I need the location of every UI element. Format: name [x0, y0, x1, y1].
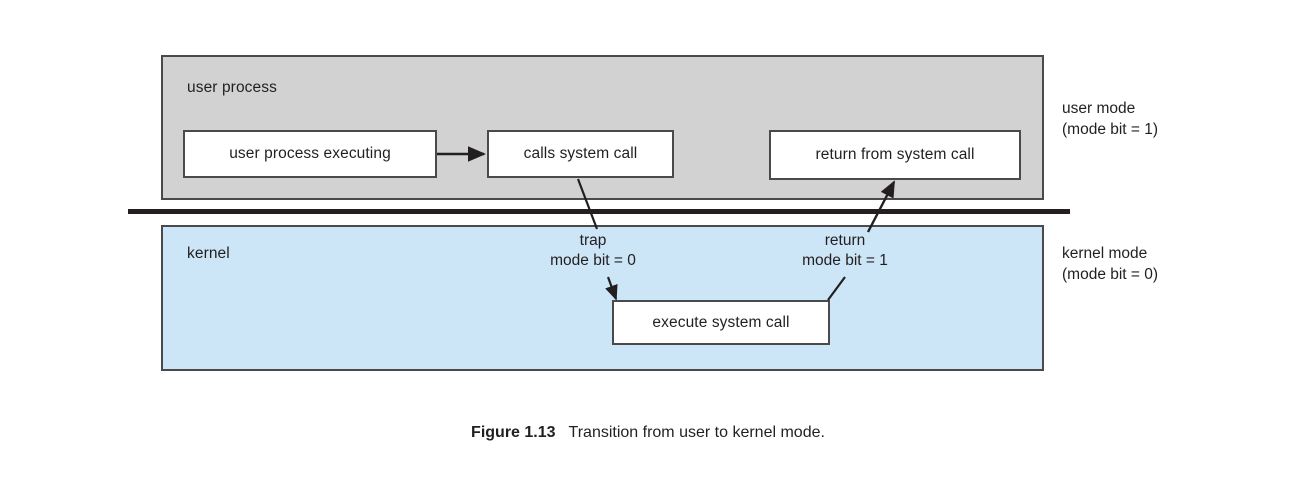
figure-caption-label: Figure 1.13 [471, 424, 556, 441]
kernel-mode-caption-line-2: (mode bit = 0) [1062, 266, 1159, 283]
return-annotation-line-1: return [824, 232, 866, 249]
user-process-band-label: user process [187, 79, 277, 96]
return-annotation: return mode bit = 1 [757, 231, 933, 271]
box-execute-system-call: execute system call [612, 300, 830, 345]
mode-divider-line [128, 209, 1070, 214]
trap-annotation-line-2: mode bit = 0 [550, 252, 636, 269]
box-user-process-executing: user process executing [183, 130, 437, 178]
user-mode-caption-line-2: (mode bit = 1) [1062, 121, 1159, 138]
return-annotation-line-2: mode bit = 1 [802, 252, 888, 269]
kernel-mode-caption-line-1: kernel mode [1062, 245, 1148, 262]
trap-annotation: trap mode bit = 0 [513, 231, 673, 271]
box-return-from-system-call: return from system call [769, 130, 1021, 180]
figure-caption-text: Transition from user to kernel mode. [568, 424, 825, 441]
kernel-band: kernel [161, 225, 1044, 371]
kernel-mode-caption: kernel mode (mode bit = 0) [1062, 243, 1158, 285]
kernel-band-label: kernel [187, 245, 230, 262]
figure-caption: Figure 1.13 Transition from user to kerne… [0, 424, 1296, 442]
user-mode-caption-line-1: user mode [1062, 100, 1136, 117]
user-mode-caption: user mode (mode bit = 1) [1062, 98, 1158, 140]
trap-annotation-line-1: trap [579, 232, 607, 249]
box-calls-system-call: calls system call [487, 130, 674, 178]
